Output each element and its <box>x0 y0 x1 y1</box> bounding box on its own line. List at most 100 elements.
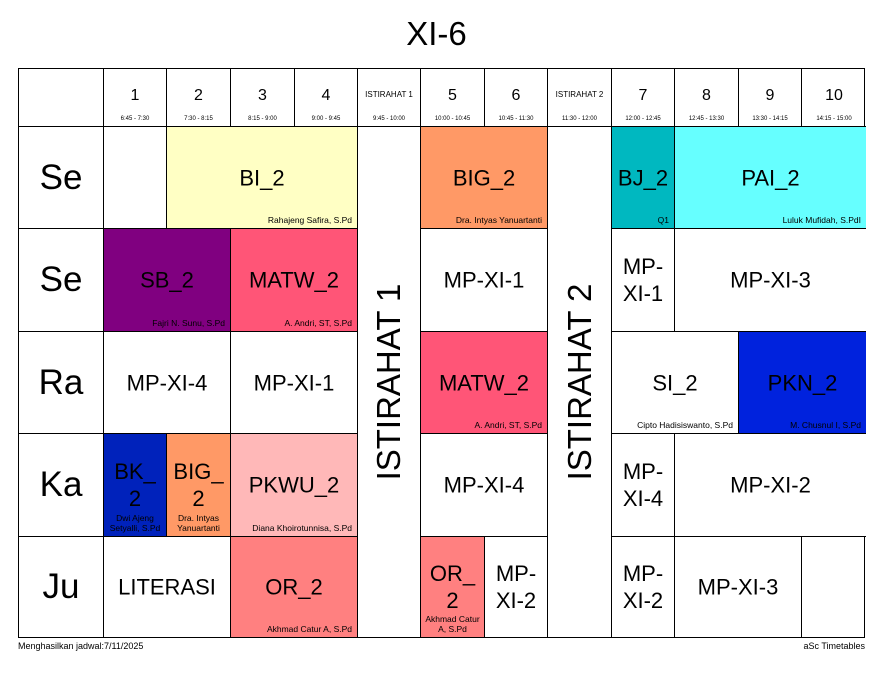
lesson-subject: BJ_2 <box>617 165 669 190</box>
lesson-teacher: A. Andri, ST, S.Pd <box>284 318 352 328</box>
break-column-2: ISTIRAHAT 2 <box>548 127 612 637</box>
lesson-teacher: Cipto Hadisiswanto, S.Pd <box>637 420 733 430</box>
lesson-teacher: Dwi Ajeng Setyalli, S.Pd <box>109 513 161 533</box>
lesson-card[interactable]: MP- XI-4 <box>612 434 675 537</box>
period-time: 11:30 - 12:00 <box>562 116 597 122</box>
lesson-subject: BIG_2 <box>452 165 516 190</box>
period-header: 1 6:45 - 7:30 <box>104 69 167 127</box>
lesson-card[interactable]: MP-XI-3 <box>675 537 802 637</box>
period-header: 8 12:45 - 13:30 <box>675 69 739 127</box>
period-header: 4 9:00 - 9:45 <box>295 69 358 127</box>
lesson-subject: MP- XI-1 <box>622 254 664 306</box>
break-label: ISTIRAHAT 1 <box>370 283 407 481</box>
lesson-subject: BIG_ 2 <box>173 459 224 511</box>
empty-slot <box>104 127 167 229</box>
lesson-subject: MP-XI-4 <box>443 472 525 498</box>
lesson-subject: BI_2 <box>239 165 285 190</box>
lesson-subject: MP-XI-1 <box>443 267 525 293</box>
lesson-subject: MP- XI-2 <box>495 561 537 613</box>
footer-generated: Menghasilkan jadwal:7/11/2025 <box>18 641 144 651</box>
period-header: ISTIRAHAT 1 9:45 - 10:00 <box>358 69 421 127</box>
period-header: 2 7:30 - 8:15 <box>167 69 231 127</box>
period-time: 7:30 - 8:15 <box>184 116 213 122</box>
lesson-card[interactable]: MP- XI-2 <box>485 537 548 637</box>
break-column-1: ISTIRAHAT 1 <box>358 127 421 637</box>
lesson-subject: SI_2 <box>652 370 698 395</box>
lesson-subject: MP- XI-4 <box>622 459 664 511</box>
period-time: 10:45 - 11:30 <box>498 116 534 122</box>
lesson-card[interactable]: MP- XI-2 <box>612 537 675 637</box>
lesson-card[interactable]: LITERASI <box>104 537 231 637</box>
period-number: 2 <box>194 87 203 104</box>
lesson-card[interactable]: MP-XI-4 <box>421 434 548 537</box>
lesson-subject: MP-XI-2 <box>730 472 811 498</box>
period-time: 12:45 - 13:30 <box>688 116 725 122</box>
period-number: 3 <box>258 87 267 104</box>
lesson-subject: BK_ 2 <box>114 459 156 511</box>
period-number: 4 <box>321 87 331 104</box>
lesson-card[interactable]: MP-XI-2 <box>675 434 866 537</box>
period-number: 6 <box>511 87 521 104</box>
lesson-card[interactable]: MP-XI-1 <box>421 229 548 332</box>
period-header: 9 13:30 - 14:15 <box>739 69 802 127</box>
lesson-card[interactable]: MP- XI-1 <box>612 229 675 332</box>
day-label: Ju <box>19 537 104 637</box>
period-time: 14:15 - 15:00 <box>816 116 852 122</box>
period-time: 12:00 - 12:45 <box>625 116 661 122</box>
lesson-teacher: Fajri N. Sunu, S.Pd <box>152 318 225 328</box>
page-title: XI-6 <box>406 15 467 52</box>
period-number: 9 <box>765 87 775 104</box>
lesson-teacher: M. Chusnul I, S.Pd <box>790 420 861 430</box>
lesson-teacher: Akhmad Catur A, S.Pd <box>266 624 352 634</box>
lesson-card[interactable]: MP-XI-1 <box>231 332 358 434</box>
lesson-card[interactable]: MP-XI-4 <box>104 332 231 434</box>
period-time: 13:30 - 14:15 <box>752 116 788 122</box>
timetable-grid: 1 6:45 - 7:30 2 7:30 - 8:15 3 8:15 - 9:00 4 9:0… <box>18 68 866 638</box>
lesson-subject: MATW_2 <box>248 267 340 293</box>
period-time: 8:15 - 9:00 <box>248 116 277 122</box>
lesson-card[interactable]: MATW_2 A. Andri, ST, S.Pd <box>231 229 358 332</box>
lesson-subject: MP- XI-2 <box>622 561 664 613</box>
lesson-card[interactable]: PKN_2 M. Chusnul I, S.Pd <box>739 332 866 434</box>
lesson-subject: OR_ 2 <box>429 561 476 613</box>
lesson-subject: MP-XI-1 <box>253 370 335 395</box>
lesson-teacher: A. Andri, ST, S.Pd <box>474 420 542 430</box>
lesson-card[interactable]: MP-XI-3 <box>675 229 866 332</box>
period-number: 7 <box>638 87 648 104</box>
lesson-subject: SB_2 <box>140 267 194 293</box>
day-label: Ra <box>19 332 104 434</box>
period-time: 10:00 - 10:45 <box>434 116 471 122</box>
period-number: ISTIRAHAT 1 <box>365 90 413 99</box>
lesson-teacher: Dra. Intyas Yanuartanti <box>455 215 542 225</box>
period-time: 9:00 - 9:45 <box>311 116 341 122</box>
lesson-teacher: Dra. Intyas Yanuartanti <box>177 513 220 533</box>
lesson-subject: PKN_2 <box>767 370 838 395</box>
period-header: 3 8:15 - 9:00 <box>231 69 295 127</box>
period-time: 6:45 - 7:30 <box>120 116 150 122</box>
lesson-teacher: Q1 <box>657 215 669 225</box>
period-number: 8 <box>702 87 711 104</box>
period-time: 9:45 - 10:00 <box>372 116 406 122</box>
lesson-teacher: Akhmad Catur A, S.Pd <box>425 614 480 634</box>
lesson-subject: LITERASI <box>118 574 216 600</box>
period-number: 1 <box>130 87 140 104</box>
period-header: 7 12:00 - 12:45 <box>612 69 675 127</box>
lesson-subject: PKWU_2 <box>248 472 340 498</box>
day-label: Ka <box>19 434 104 537</box>
lesson-subject: MP-XI-4 <box>126 370 208 395</box>
